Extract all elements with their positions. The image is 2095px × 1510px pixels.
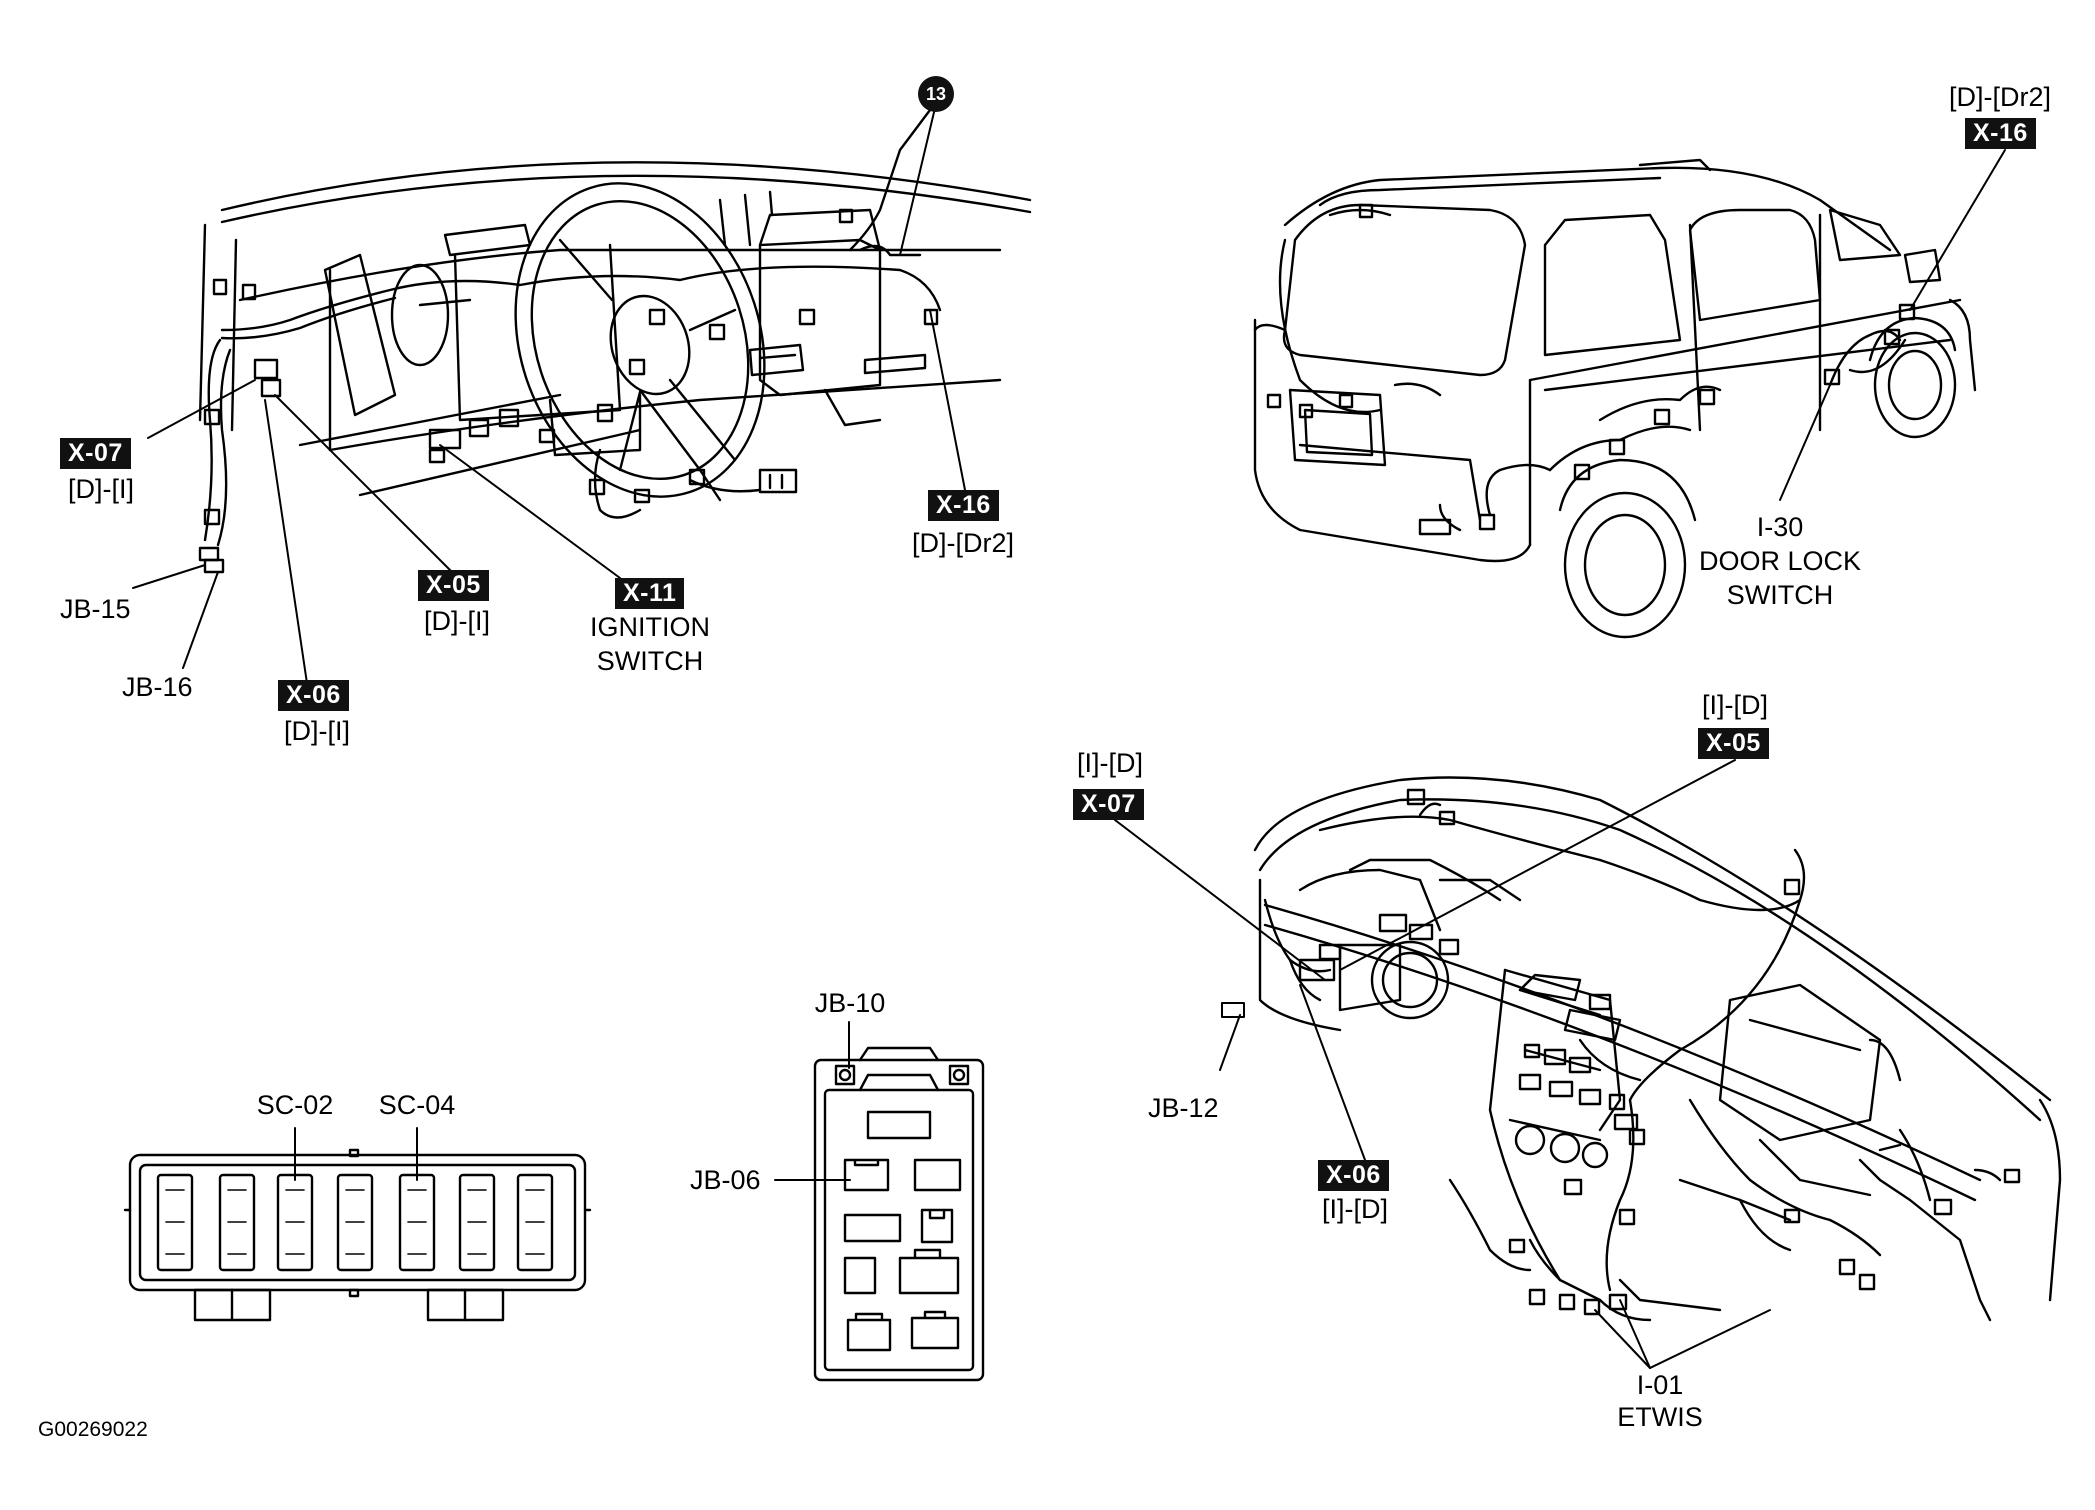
connector-tag-x07-dash: X-07: [60, 438, 131, 469]
connector-sup-x07-ip: [I]-[D]: [1077, 748, 1143, 778]
van-rear-illustration: [1253, 158, 1977, 639]
door-lock-switch-label-line1: I-30: [1756, 512, 1804, 542]
connector-sub-x06-dash: [D]-[I]: [284, 716, 350, 746]
connector-sup-x05-ip: [I]-[D]: [1702, 690, 1768, 720]
label-jb15: JB-15: [60, 594, 131, 624]
etwis-label-line2: ETWIS: [1617, 1402, 1703, 1432]
reference-badge-13: 13: [918, 76, 954, 112]
sc-connector-block-illustration: [123, 1148, 592, 1322]
door-lock-switch-label-line2: DOOR LOCK: [1698, 546, 1862, 576]
figure-id: G00269022: [38, 1418, 148, 1441]
dashboard-steering-illustration: [198, 108, 1032, 574]
leader-lines: [132, 107, 2006, 1369]
connector-tag-x07-ip: X-07: [1073, 789, 1144, 820]
connector-tag-x06-ip: X-06: [1318, 1160, 1389, 1191]
jb10-junction-box-illustration: [813, 1046, 985, 1382]
connector-tag-x06-dash: X-06: [278, 680, 349, 711]
connector-tag-x16-dash: X-16: [928, 490, 999, 521]
label-sc04: SC-04: [378, 1090, 456, 1120]
ignition-switch-label-line2: SWITCH: [596, 646, 704, 676]
connector-tag-x11: X-11: [615, 578, 685, 609]
door-lock-switch-label-line3: SWITCH: [1726, 580, 1834, 610]
label-jb12: JB-12: [1148, 1093, 1219, 1123]
etwis-label-line1: I-01: [1636, 1370, 1684, 1400]
connector-sub-x07-dash: [D]-[I]: [68, 474, 134, 504]
ignition-switch-label-line1: IGNITION: [590, 612, 710, 642]
connector-tag-x16-van: X-16: [1965, 118, 2036, 149]
connector-tag-x05-ip: X-05: [1698, 728, 1769, 759]
label-jb16: JB-16: [122, 672, 193, 702]
label-jb10: JB-10: [814, 988, 886, 1018]
instrument-panel-illustration: [1253, 776, 2062, 1322]
connector-sub-x05-dash: [D]-[I]: [424, 606, 490, 636]
connector-sup-x16-van: [D]-[Dr2]: [1948, 82, 2051, 112]
connector-tag-x05-dash: X-05: [418, 570, 489, 601]
connector-sub-x06-ip: [I]-[D]: [1322, 1194, 1388, 1224]
label-sc02: SC-02: [256, 1090, 334, 1120]
label-jb06: JB-06: [690, 1165, 761, 1195]
connector-sub-x16-dash: [D]-[Dr2]: [911, 528, 1014, 558]
